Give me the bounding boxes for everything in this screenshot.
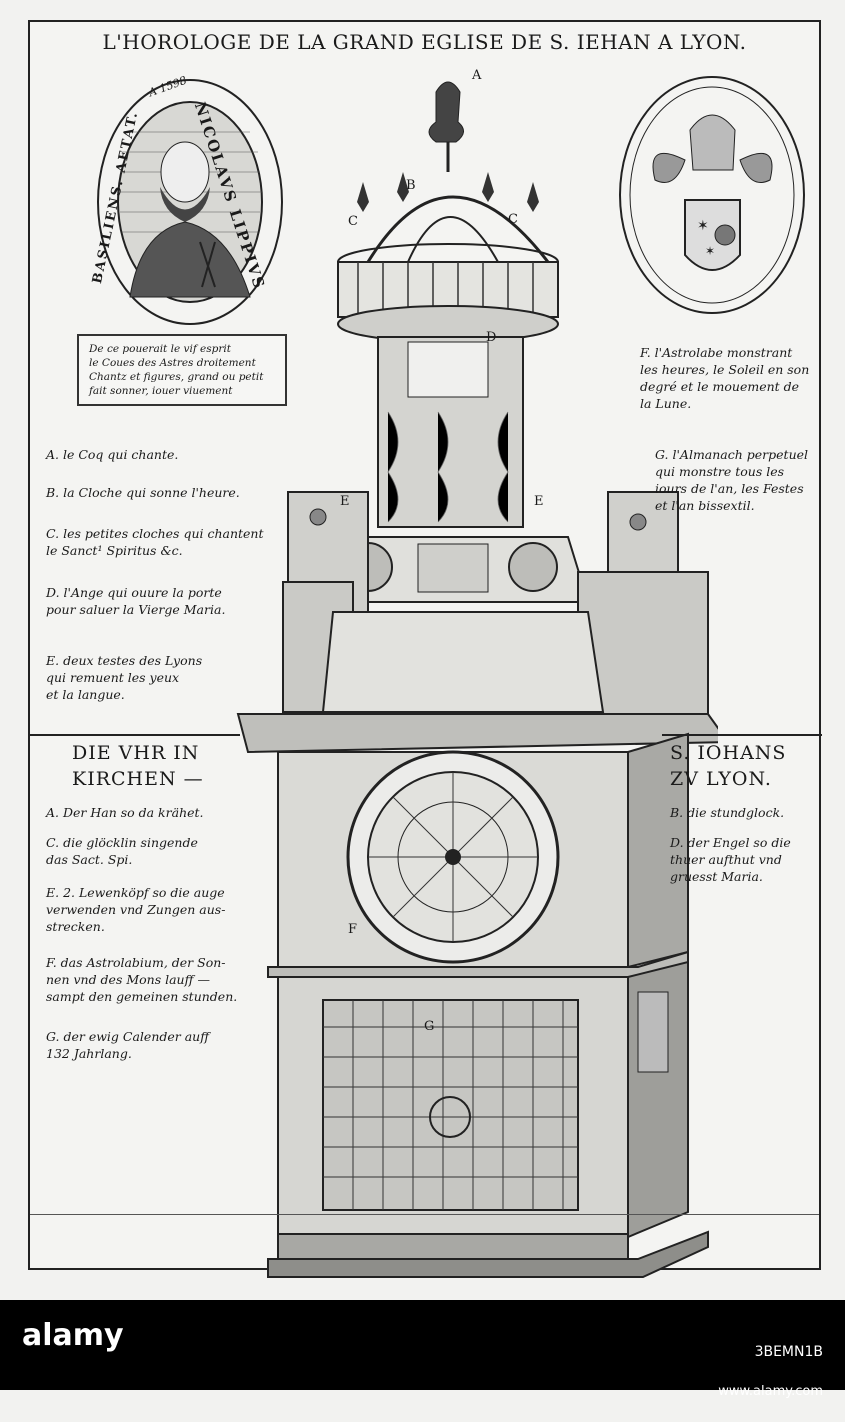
marker-g: G <box>424 1019 435 1034</box>
legend-de-b: B. die stundglock. <box>670 805 785 820</box>
legend-fr-c: C. les petites cloches qui chantent le S… <box>46 526 264 558</box>
svg-text:✶: ✶ <box>697 218 709 234</box>
svg-text:✶: ✶ <box>705 244 715 258</box>
marker-c-right: C <box>508 212 518 227</box>
page-title: L'HOROLOGE DE LA GRAND EGLISE DE S. IEHA… <box>102 30 747 54</box>
marker-a: A <box>472 68 482 83</box>
portrait-cartouche: De ce pouerait le vif esprit le Coues de… <box>77 334 287 406</box>
marker-f: F <box>348 922 358 937</box>
portrait-medallion <box>97 79 283 325</box>
ground-line <box>30 1214 819 1215</box>
clock-tower <box>236 81 718 1278</box>
divider-right <box>662 734 822 736</box>
marker-c-left: C <box>348 214 358 229</box>
legend-fr-a: A. le Coq qui chante. <box>46 447 179 462</box>
legend-de-a: A. Der Han so da krähet. <box>46 805 204 820</box>
stock-footer <box>0 1300 845 1390</box>
legend-fr-d: D. l'Ange qui ouure la porte pour saluer… <box>46 585 226 617</box>
image-id: 3BEMN1B <box>754 1344 823 1360</box>
german-heading-right: S. IOHANS ZV LYON. <box>670 742 787 790</box>
legend-de-c: C. die glöcklin singende das Sact. Spi. <box>46 835 198 867</box>
marker-e-left: E <box>340 494 350 509</box>
marker-e-right: E <box>534 494 544 509</box>
engraving-plate: L'HOROLOGE DE LA GRAND EGLISE DE S. IEHA… <box>28 20 822 1278</box>
legend-de-g: G. der ewig Calender auff 132 Jahrlang. <box>46 1029 210 1061</box>
legend-de-f: F. das Astrolabium, der Son- nen vnd des… <box>46 955 238 1004</box>
legend-de-d: D. der Engel so die thuer aufthut vnd gr… <box>670 835 791 884</box>
image-id-block: 3BEMN1B www.alamy.com <box>718 1322 823 1422</box>
brand-logo: alamy <box>22 1318 124 1353</box>
legend-fr-f: F. l'Astrolabe monstrant les heures, le … <box>640 345 810 411</box>
legend-fr-e: E. deux testes des Lyons qui remuent les… <box>46 653 203 702</box>
legend-de-e: E. 2. Lewenköpf so die auge verwenden vn… <box>46 885 226 934</box>
coat-of-arms-medallion: ✶ ✶ <box>619 76 805 314</box>
divider-left <box>30 734 240 736</box>
german-heading-left: DIE VHR IN KIRCHEN — <box>72 742 204 790</box>
footer-url: www.alamy.com <box>718 1384 823 1399</box>
legend-fr-b: B. la Cloche qui sonne l'heure. <box>46 485 240 500</box>
marker-d: D <box>486 330 497 345</box>
marker-b: B <box>406 178 416 193</box>
legend-fr-g: G. l'Almanach perpetuel qui monstre tous… <box>655 447 809 513</box>
